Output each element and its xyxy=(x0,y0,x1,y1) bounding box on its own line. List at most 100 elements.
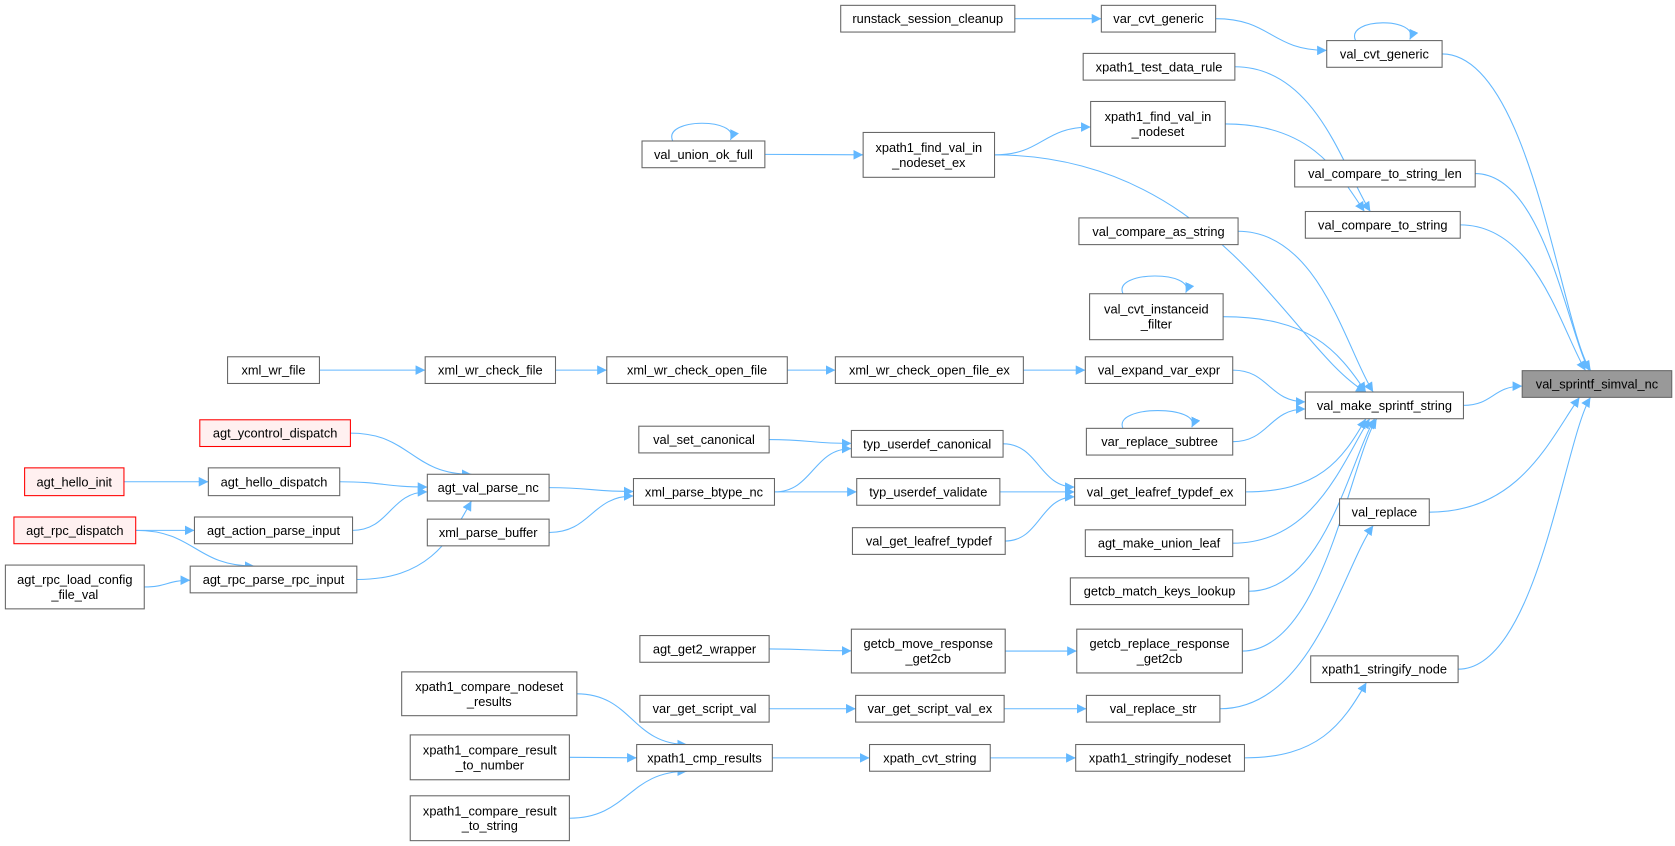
edge-val_replace-to-root xyxy=(1429,397,1580,513)
node-var-replace-subtree[interactable]: var_replace_subtree xyxy=(1085,427,1234,456)
node-xpath1-compare-nodeset-results[interactable]: xpath1_compare_nodeset_results xyxy=(401,671,578,717)
node-label: agt_hello_dispatch xyxy=(221,474,328,489)
node-agt-hello-dispatch[interactable]: agt_hello_dispatch xyxy=(207,467,341,497)
node-label: xpath1_test_data_rule xyxy=(1096,59,1223,74)
node-label: xpath1_stringify_node xyxy=(1322,662,1447,677)
node-typ-userdef-canonical[interactable]: typ_userdef_canonical xyxy=(850,429,1004,458)
node-box xyxy=(189,565,358,594)
node-xml-parse-btype-nc[interactable]: xml_parse_btype_nc xyxy=(632,478,776,506)
node-label: xml_parse_btype_nc xyxy=(645,484,764,499)
node-agt-get2-wrapper[interactable]: agt_get2_wrapper xyxy=(639,635,770,663)
node-getcb-move-response-get2cb[interactable]: getcb_move_response_get2cb xyxy=(850,628,1006,674)
node-val-compare-as-string[interactable]: val_compare_as_string xyxy=(1078,217,1239,246)
node-xml-wr-check-open-file-ex[interactable]: xml_wr_check_open_file_ex xyxy=(834,356,1024,385)
edge-agt_rpc_parse_rpc_input-to-agt_val_parse_nc xyxy=(356,500,472,581)
node-val-union-ok-full[interactable]: val_union_ok_full xyxy=(641,140,766,169)
node-var-get-script-val[interactable]: var_get_script_val xyxy=(639,694,770,723)
node-label: xpath1_compare_result xyxy=(423,742,557,757)
edge-val_set_canonical-to-typ_userdef_canonical xyxy=(769,438,852,449)
node-val-get-leafref-typdef-ex[interactable]: val_get_leafref_typdef_ex xyxy=(1074,478,1247,506)
node-xpath1-cmp-results[interactable]: xpath1_cmp_results xyxy=(636,743,773,772)
node-agt-make-union-leaf[interactable]: agt_make_union_leaf xyxy=(1084,529,1234,558)
node-val-set-canonical[interactable]: val_set_canonical xyxy=(638,425,770,454)
node-xpath-cvt-string[interactable]: xpath_cvt_string xyxy=(869,743,991,772)
node-agt-ycontrol-dispatch[interactable]: agt_ycontrol_dispatch xyxy=(199,419,351,448)
node-label: val_cvt_instanceid xyxy=(1104,302,1209,317)
node-label: agt_hello_init xyxy=(37,474,113,489)
edge-agt_hello_dispatch-to-agt_val_parse_nc xyxy=(339,481,428,492)
node-label: xml_wr_check_file xyxy=(438,363,543,378)
node-xpath1-stringify-nodeset[interactable]: xpath1_stringify_nodeset xyxy=(1075,743,1246,772)
node-label: val_replace xyxy=(1352,505,1417,520)
node-root[interactable]: val_sprintf_simval_nc xyxy=(1521,370,1673,398)
edge-xpath1_test_data_rule-to-val_compare_to_string xyxy=(1234,66,1371,212)
node-box xyxy=(850,429,1004,458)
node-box xyxy=(1084,356,1234,385)
node-xml-parse-buffer[interactable]: xml_parse_buffer xyxy=(426,518,550,547)
node-xpath1-find-val-in-nodeset[interactable]: xpath1_find_val_in_nodeset xyxy=(1090,100,1226,147)
node-xml-wr-check-open-file[interactable]: xml_wr_check_open_file xyxy=(606,356,788,385)
node-label: val_get_leafref_typdef xyxy=(866,534,992,549)
node-label: var_get_script_val_ex xyxy=(868,701,993,716)
node-label: xpath1_compare_result xyxy=(423,803,557,818)
edge-val_compare_to_string_len-to-root xyxy=(1475,173,1590,371)
node-val-make-sprintf-string[interactable]: val_make_sprintf_string xyxy=(1304,391,1464,420)
node-xpath1-test-data-rule[interactable]: xpath1_test_data_rule xyxy=(1082,52,1236,81)
node-val-expand-var-expr[interactable]: val_expand_var_expr xyxy=(1084,356,1234,385)
node-agt-hello-init[interactable]: agt_hello_init xyxy=(24,467,125,497)
node-label: agt_get2_wrapper xyxy=(653,641,757,656)
edge-var_replace_subtree-to-val_make_sprintf_string xyxy=(1232,404,1306,443)
node-label: _nodeset xyxy=(1131,124,1185,139)
node-getcb-match-keys-lookup[interactable]: getcb_match_keys_lookup xyxy=(1069,577,1250,606)
node-box xyxy=(850,628,1006,674)
node-box xyxy=(409,795,570,842)
node-box xyxy=(869,743,991,772)
node-box xyxy=(636,743,773,772)
node-box xyxy=(1310,655,1459,684)
node-var-cvt-generic[interactable]: var_cvt_generic xyxy=(1100,4,1217,33)
node-val-compare-to-string-len[interactable]: val_compare_to_string_len xyxy=(1294,159,1476,188)
node-label: agt_make_union_leaf xyxy=(1098,536,1221,551)
node-val-compare-to-string[interactable]: val_compare_to_string xyxy=(1304,210,1461,239)
node-getcb-replace-response-get2cb[interactable]: getcb_replace_response_get2cb xyxy=(1076,628,1243,674)
node-val-cvt-generic[interactable]: val_cvt_generic xyxy=(1326,40,1443,68)
node-label: agt_action_parse_input xyxy=(207,523,340,538)
edge-val_compare_to_string-to-root xyxy=(1460,224,1586,371)
node-var-get-script-val-ex[interactable]: var_get_script_val_ex xyxy=(855,694,1005,723)
edges-layer xyxy=(123,13,1592,819)
node-xpath1-compare-result-to-number[interactable]: xpath1_compare_result_to_number xyxy=(409,734,570,781)
node-agt-rpc-dispatch[interactable]: agt_rpc_dispatch xyxy=(13,516,137,545)
node-box xyxy=(639,694,770,723)
node-xpath1-stringify-node[interactable]: xpath1_stringify_node xyxy=(1310,655,1459,684)
node-typ-userdef-validate[interactable]: typ_userdef_validate xyxy=(856,478,1001,506)
node-label: val_sprintf_simval_nc xyxy=(1536,377,1659,392)
node-val-replace[interactable]: val_replace xyxy=(1339,498,1430,527)
node-box xyxy=(207,467,341,497)
node-label: agt_rpc_load_config xyxy=(17,572,132,587)
node-xml-wr-file[interactable]: xml_wr_file xyxy=(227,356,320,385)
node-box xyxy=(641,140,766,169)
node-box xyxy=(606,356,788,385)
edge-val_get_leafref_typdef_ex-to-val_make_sprintf_string xyxy=(1245,418,1367,493)
node-xpath1-compare-result-to-string[interactable]: xpath1_compare_result_to_string xyxy=(409,795,570,842)
node-box xyxy=(426,473,550,502)
edge-xml_parse_buffer-to-xml_parse_btype_nc xyxy=(549,491,634,534)
edge-xpath1_find_val_in_nodeset-to-val_compare_to_string xyxy=(1225,123,1365,212)
node-box xyxy=(401,671,578,717)
node-runstack-session-cleanup[interactable]: runstack_session_cleanup xyxy=(840,4,1016,33)
node-label: getcb_replace_response xyxy=(1089,636,1229,651)
node-agt-rpc-load-config-file-val[interactable]: agt_rpc_load_config_file_val xyxy=(4,564,145,610)
node-box xyxy=(1304,391,1464,420)
node-agt-rpc-parse-rpc-input[interactable]: agt_rpc_parse_rpc_input xyxy=(189,565,358,594)
node-box xyxy=(639,635,770,663)
node-val-cvt-instanceid-filter[interactable]: val_cvt_instanceid_filter xyxy=(1089,293,1224,341)
node-label: xpath_cvt_string xyxy=(883,750,976,765)
edge-xpath1_stringify_nodeset-to-xpath1_stringify_node xyxy=(1244,682,1367,759)
node-xml-wr-check-file[interactable]: xml_wr_check_file xyxy=(424,356,557,385)
node-val-replace-str[interactable]: val_replace_str xyxy=(1085,694,1221,723)
node-xpath1-find-val-in-nodeset-ex[interactable]: xpath1_find_val_in_nodeset_ex xyxy=(862,131,996,178)
node-agt-val-parse-nc[interactable]: agt_val_parse_nc xyxy=(426,473,550,502)
edge-agt_make_union_leaf-to-val_make_sprintf_string xyxy=(1232,418,1371,544)
node-val-get-leafref-typdef[interactable]: val_get_leafref_typdef xyxy=(851,527,1006,555)
node-agt-action-parse-input[interactable]: agt_action_parse_input xyxy=(193,516,354,545)
